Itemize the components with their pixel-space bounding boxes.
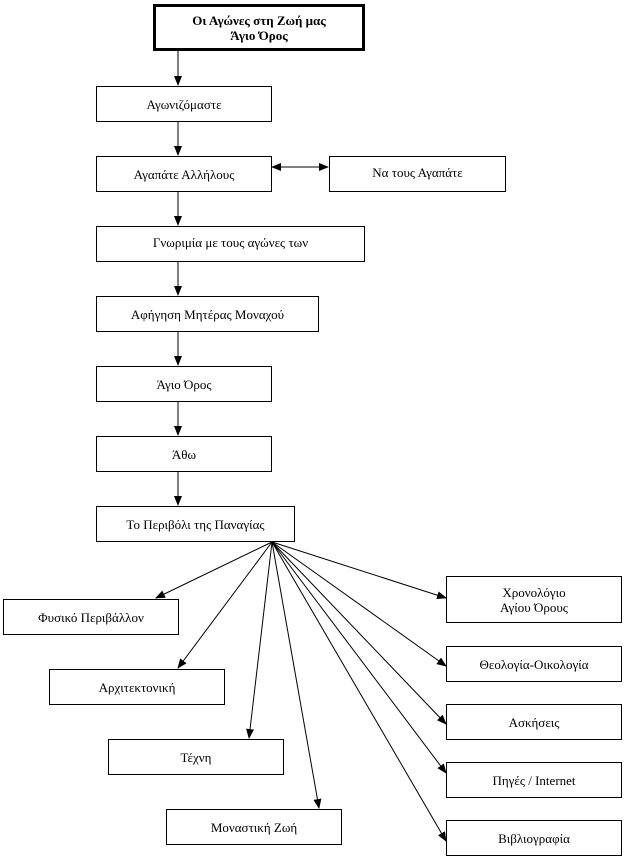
node-root-line1: Οι Αγώνες στη Ζωή μας bbox=[192, 12, 326, 28]
node-vivliografia-label: Βιβλιογραφία bbox=[498, 830, 570, 846]
edge-perivoli-monastiki bbox=[271, 541, 322, 809]
node-root: Οι Αγώνες στη Ζωή μας Άγιο Όρος bbox=[153, 4, 365, 51]
node-perivoli: Το Περιβόλι της Παναγίας bbox=[96, 506, 295, 542]
edge-perivoli-piges bbox=[271, 541, 447, 774]
node-askiseis: Ασκήσεις bbox=[446, 704, 622, 740]
node-askiseis-label: Ασκήσεις bbox=[508, 714, 560, 730]
node-architektoniki: Αρχιτεκτονική bbox=[49, 669, 225, 705]
node-agapate-allilous: Αγαπάτε Αλλήλους bbox=[96, 156, 272, 192]
node-chronologio-line2: Αγίου Όρους bbox=[500, 599, 568, 615]
node-gnorimia-label: Γνωριμία με τους αγώνες των bbox=[152, 235, 309, 250]
node-chronologio: Χρονολόγιο Αγίου Όρους bbox=[446, 576, 622, 623]
node-theologia: Θεολογία-Οικολογία bbox=[446, 646, 622, 682]
node-na-tous-agapate-label: Να τους Αγαπάτε bbox=[372, 165, 463, 180]
node-fysiko: Φυσικό Περιβάλλον bbox=[3, 599, 179, 635]
node-agonizomaste-label: Αγωνιζόμαστε bbox=[146, 96, 222, 112]
node-afigisi-label: Αφήγηση Μητέρας Μοναχού bbox=[130, 306, 285, 322]
edge-perivoli-chronologio bbox=[271, 541, 447, 600]
node-theologia-label: Θεολογία-Οικολογία bbox=[479, 656, 589, 672]
node-atho: Άθω bbox=[96, 436, 272, 472]
edge-perivoli-techni bbox=[246, 541, 273, 739]
node-piges: Πηγές / Internet bbox=[446, 762, 622, 798]
node-afigisi: Αφήγηση Μητέρας Μοναχού bbox=[96, 296, 319, 332]
edge-perivoli-askiseis bbox=[271, 541, 447, 725]
node-agio-oros-label: Άγιο Όρος bbox=[156, 376, 212, 392]
node-root-line2: Άγιο Όρος bbox=[230, 27, 288, 43]
node-agio-oros: Άγιο Όρος bbox=[96, 366, 272, 402]
node-perivoli-label: Το Περιβόλι της Παναγίας bbox=[126, 516, 265, 532]
node-gnorimia: Γνωριμία με τους αγώνες των bbox=[96, 226, 365, 262]
edge-perivoli-theologia bbox=[271, 541, 447, 667]
node-atho-label: Άθω bbox=[171, 446, 197, 462]
node-agonizomaste: Αγωνιζόμαστε bbox=[96, 86, 272, 122]
node-monastiki: Μοναστική Ζωή bbox=[166, 809, 342, 845]
node-monastiki-label: Μοναστική Ζωή bbox=[210, 819, 298, 835]
node-architektoniki-label: Αρχιτεκτονική bbox=[98, 679, 176, 695]
edge-perivoli-fysiko bbox=[155, 541, 273, 599]
node-vivliografia: Βιβλιογραφία bbox=[446, 820, 622, 856]
node-fysiko-label: Φυσικό Περιβάλλον bbox=[38, 609, 144, 625]
edge-perivoli-architektoniki bbox=[177, 541, 273, 669]
node-na-tous-agapate: Να τους Αγαπάτε bbox=[329, 156, 506, 192]
node-agapate-allilous-label: Αγαπάτε Αλλήλους bbox=[133, 166, 235, 182]
node-piges-label: Πηγές / Internet bbox=[492, 772, 576, 788]
node-techni-label: Τέχνη bbox=[180, 749, 212, 765]
edge-perivoli-vivliografia bbox=[271, 541, 447, 842]
node-techni: Τέχνη bbox=[108, 739, 284, 775]
node-chronologio-line1: Χρονολόγιο bbox=[502, 584, 566, 600]
